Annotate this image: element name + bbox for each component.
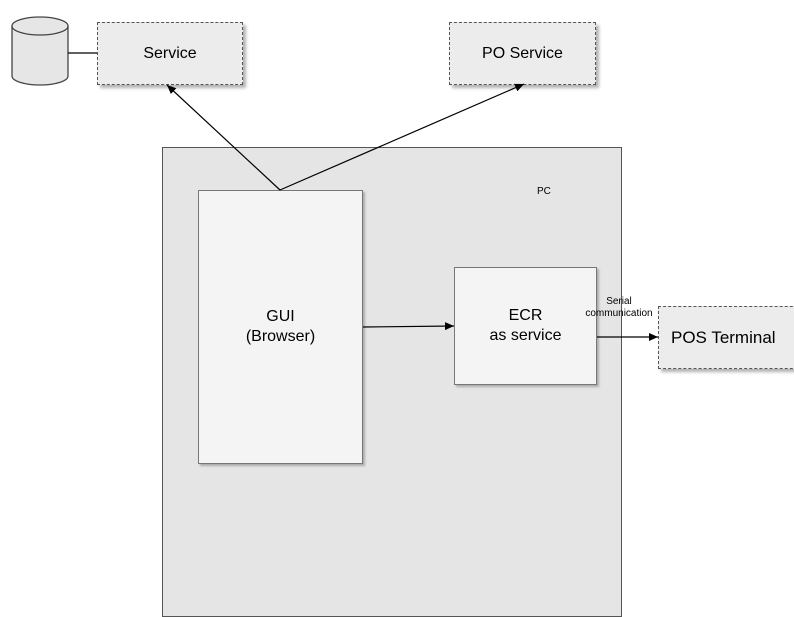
gui-to-service-arrow	[166, 84, 281, 191]
service-box[interactable]: Service	[97, 22, 243, 85]
gui-to-po-service-arrow	[279, 83, 525, 191]
po-service-label: PO Service	[482, 44, 563, 62]
serial-communication-label: Serial communication	[578, 296, 660, 320]
ecr-sublabel: as service	[489, 327, 562, 344]
service-label: Service	[143, 44, 197, 62]
pos-terminal-label: POS Terminal	[671, 327, 776, 347]
database-icon	[11, 16, 69, 86]
diagram-connectors	[11, 16, 658, 341]
gui-browser-box[interactable]: GUI (Browser)	[198, 190, 363, 464]
pc-label: PC	[537, 186, 551, 197]
pos-terminal-box[interactable]: POS Terminal	[658, 306, 794, 369]
gui-label: GUI	[266, 308, 295, 325]
ecr-service-box[interactable]: ECR as service	[454, 267, 597, 385]
gui-to-ecr-arrow	[362, 322, 455, 331]
serial-label-line2: communication	[585, 308, 653, 319]
gui-sublabel: (Browser)	[245, 328, 316, 345]
ecr-label: ECR	[508, 307, 543, 324]
serial-label-line1: Serial	[606, 296, 632, 307]
po-service-box[interactable]: PO Service	[449, 22, 596, 85]
